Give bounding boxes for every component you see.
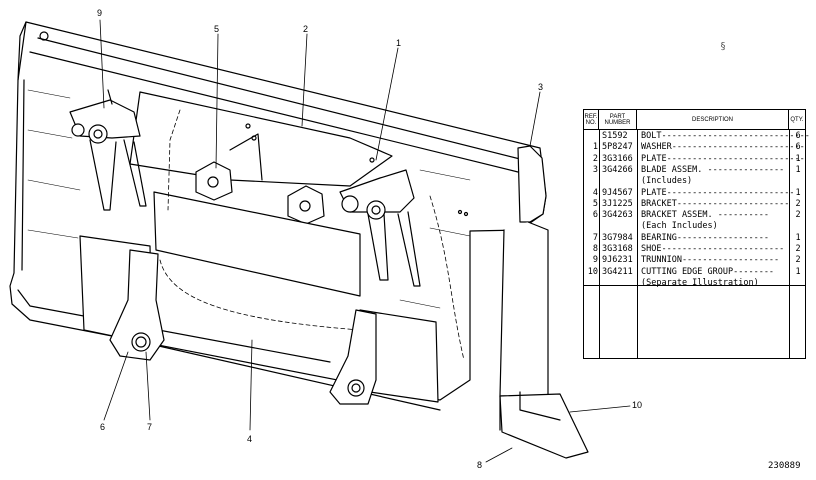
qty-cell: 1	[795, 187, 801, 198]
header-qty: QTY.	[790, 116, 804, 123]
qty-cell: 1	[795, 153, 801, 164]
callout-6: 6	[100, 422, 105, 432]
end-plate	[499, 145, 589, 459]
part-number-cell: 9J4567	[602, 187, 633, 198]
part-number-cell: 9J6231	[602, 255, 633, 266]
qty-cell: 6	[795, 142, 801, 153]
callout-4: 4	[247, 434, 252, 444]
header-description: DESCRIPTION	[637, 110, 789, 129]
callout-7: 7	[147, 422, 152, 432]
qty-cell: 2	[795, 244, 801, 254]
callout-3: 3	[538, 82, 543, 92]
callout-2: 2	[303, 24, 308, 34]
qty-cell: 1	[795, 266, 801, 277]
shoe-left	[109, 249, 165, 361]
ref-cell: 9	[592, 255, 598, 266]
table-row: (Each Includes)	[584, 221, 807, 232]
table-row: (Separate Illustration)	[584, 278, 807, 289]
table-row: 2 3G3166 PLATE---------------------------1	[584, 154, 807, 165]
table-row: 5 3J1225 BRACKET---------------------- 2	[584, 199, 807, 210]
part-number-cell: 5P8247	[602, 142, 633, 153]
part-number-cell: 3G4211	[602, 266, 633, 277]
qty-cell: 1	[795, 232, 801, 243]
table-row: 1 5P8247 WASHER--------------------------6	[584, 142, 807, 153]
part-number-cell: 3G3168	[602, 244, 633, 254]
qty-cell: 2	[795, 210, 801, 221]
description-cell: TRUNNION-------------------	[641, 255, 780, 266]
part-number-cell: 3G3166	[602, 153, 633, 164]
table-row: 4 9J4567 PLATE-------------------------1	[584, 188, 807, 199]
ref-cell: 7	[592, 232, 598, 243]
callout-labels: 9 5 2 1 3 6 7 4 8 10	[97, 8, 642, 470]
description-cell: BRACKET ASSEM. ----------	[641, 210, 769, 221]
ref-cell: 6	[592, 210, 598, 221]
qty-cell: 1	[795, 164, 801, 175]
qty-cell: 6	[795, 131, 801, 141]
part-number-cell: 3G4263	[602, 210, 633, 221]
table-row: 8 3G3168 SHOE------------------------ 2	[584, 244, 807, 255]
description-cell: BLADE ASSEM. ---------------	[641, 164, 785, 175]
header-part-number: PART NUMBER	[599, 110, 637, 129]
part-number-cell: 3G4266	[602, 164, 633, 175]
qty-cell: 2	[795, 255, 801, 266]
table-row: (Includes)	[584, 176, 807, 187]
stray-mark: §	[720, 41, 727, 52]
table-row: 6 3G4263 BRACKET ASSEM. ---------- 2	[584, 210, 807, 221]
parts-table-header: REF. NO. PART NUMBER DESCRIPTION QTY.	[584, 110, 805, 130]
callout-5: 5	[214, 24, 219, 34]
description-cell: PLATE-------------------------	[641, 187, 795, 198]
description-cell: (Includes)	[641, 176, 693, 187]
description-cell: WASHER--------------------------	[641, 142, 805, 153]
table-row: 3 3G4266 BLADE ASSEM. --------------- 1	[584, 165, 807, 176]
qty-cell: 2	[795, 198, 801, 209]
table-row: 7 3G7984 BEARING------------------ 1	[584, 233, 807, 244]
description-cell: BRACKET----------------------	[641, 198, 790, 209]
callout-8: 8	[477, 460, 482, 470]
table-divider	[599, 129, 600, 358]
parts-table: REF. NO. PART NUMBER DESCRIPTION QTY. S1…	[583, 109, 810, 359]
drawing-number: 230889	[768, 461, 801, 471]
trunnion-left	[69, 89, 147, 211]
part-number-cell: S1592	[602, 131, 628, 141]
callout-1: 1	[396, 38, 401, 48]
table-divider	[637, 129, 638, 358]
table-row: 10 3G4211 CUTTING EDGE GROUP-------- 1	[584, 267, 807, 278]
description-cell: BOLT-----------------------------	[641, 131, 810, 141]
table-rule	[584, 285, 805, 286]
description-cell: SHOE------------------------	[641, 244, 785, 254]
description-cell: CUTTING EDGE GROUP--------	[641, 266, 775, 277]
trunnion-right	[339, 169, 421, 287]
callout-10: 10	[632, 400, 642, 410]
part-number-cell: 3G7984	[602, 232, 633, 243]
leader-lines	[99, 19, 631, 463]
description-cell: PLATE---------------------------	[641, 153, 805, 164]
ref-cell: 4	[592, 187, 598, 198]
callout-9: 9	[97, 8, 102, 18]
description-cell: (Separate Illustration)	[641, 277, 759, 288]
table-divider	[789, 129, 790, 358]
description-cell: BEARING------------------	[641, 232, 769, 243]
moldboard-plate	[9, 21, 547, 401]
part-number-cell: 3J1225	[602, 198, 633, 209]
table-row: S1592 BOLT-----------------------------6	[584, 131, 810, 142]
bracket-upper	[195, 161, 325, 225]
table-row: 9 9J6231 TRUNNION------------------- 2	[584, 255, 807, 266]
ref-cell: 3	[592, 164, 598, 175]
ref-cell: 8	[592, 244, 598, 254]
header-ref-no: REF. NO.	[584, 110, 599, 129]
ref-cell: 5	[592, 198, 598, 209]
description-cell: (Each Includes)	[641, 221, 718, 232]
ref-cell: 1	[592, 142, 598, 153]
shoe-right	[329, 309, 377, 405]
ref-cell: 10	[587, 266, 598, 277]
ref-cell: 2	[592, 153, 598, 164]
